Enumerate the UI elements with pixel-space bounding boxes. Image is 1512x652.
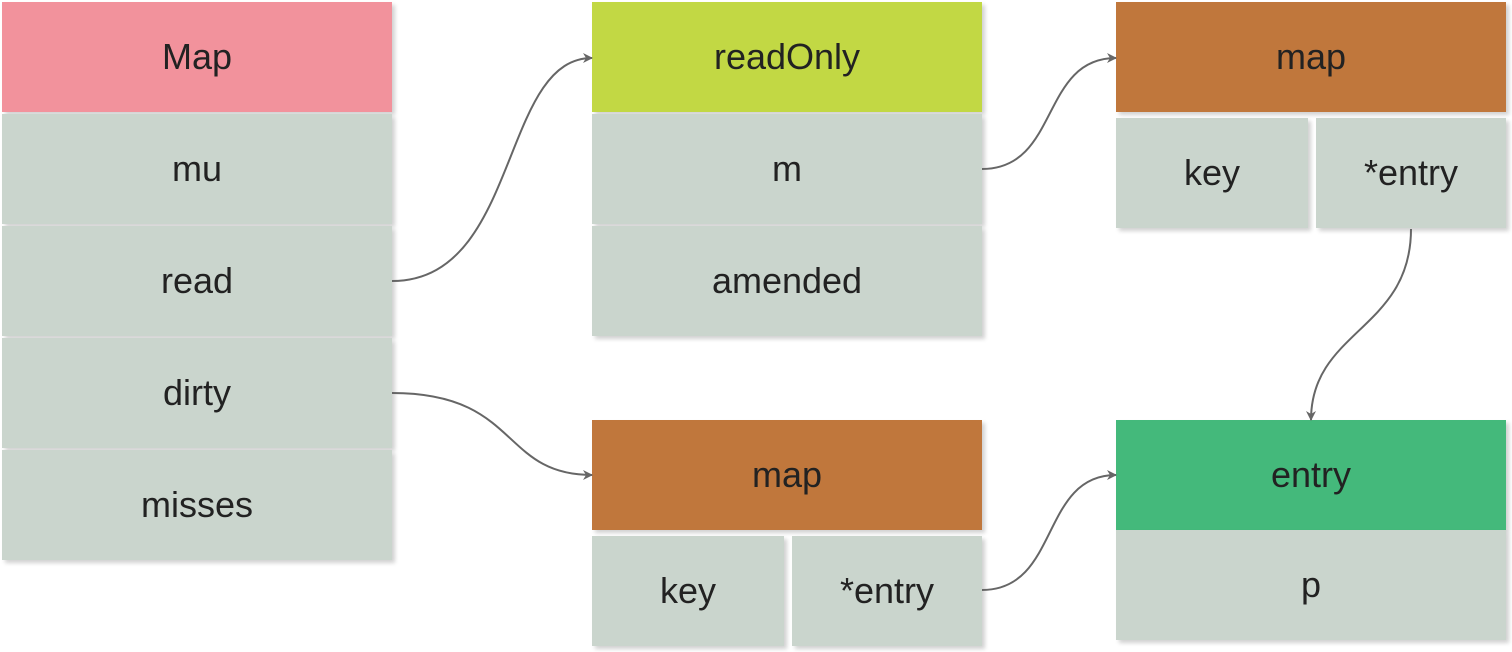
read-map-key-cell: key xyxy=(1116,118,1308,228)
entry-field-p: p xyxy=(1116,530,1506,640)
read-map-header: map xyxy=(1116,2,1506,112)
map-field-mu: mu xyxy=(2,114,392,224)
read-map-entry-cell: *entry xyxy=(1316,118,1506,228)
entry-header: entry xyxy=(1116,420,1506,530)
arrow-readmap-entry-to-entry xyxy=(1306,228,1412,421)
map-field-misses: misses xyxy=(2,450,392,560)
dirty-map-header: map xyxy=(592,420,982,530)
arrow-m-to-map xyxy=(981,53,1117,170)
readonly-field-m: m xyxy=(592,114,982,224)
arrow-read-to-readonly xyxy=(391,53,593,282)
map-field-read: read xyxy=(2,226,392,336)
arrow-entry-to-entry xyxy=(981,470,1117,591)
dirty-map-entry-cell: *entry xyxy=(792,536,982,646)
dirty-map-key-cell: key xyxy=(592,536,784,646)
map-struct-header: Map xyxy=(2,2,392,112)
readonly-field-amended: amended xyxy=(592,226,982,336)
readonly-header: readOnly xyxy=(592,2,982,112)
map-field-dirty: dirty xyxy=(2,338,392,448)
arrow-dirty-to-map xyxy=(391,392,593,480)
